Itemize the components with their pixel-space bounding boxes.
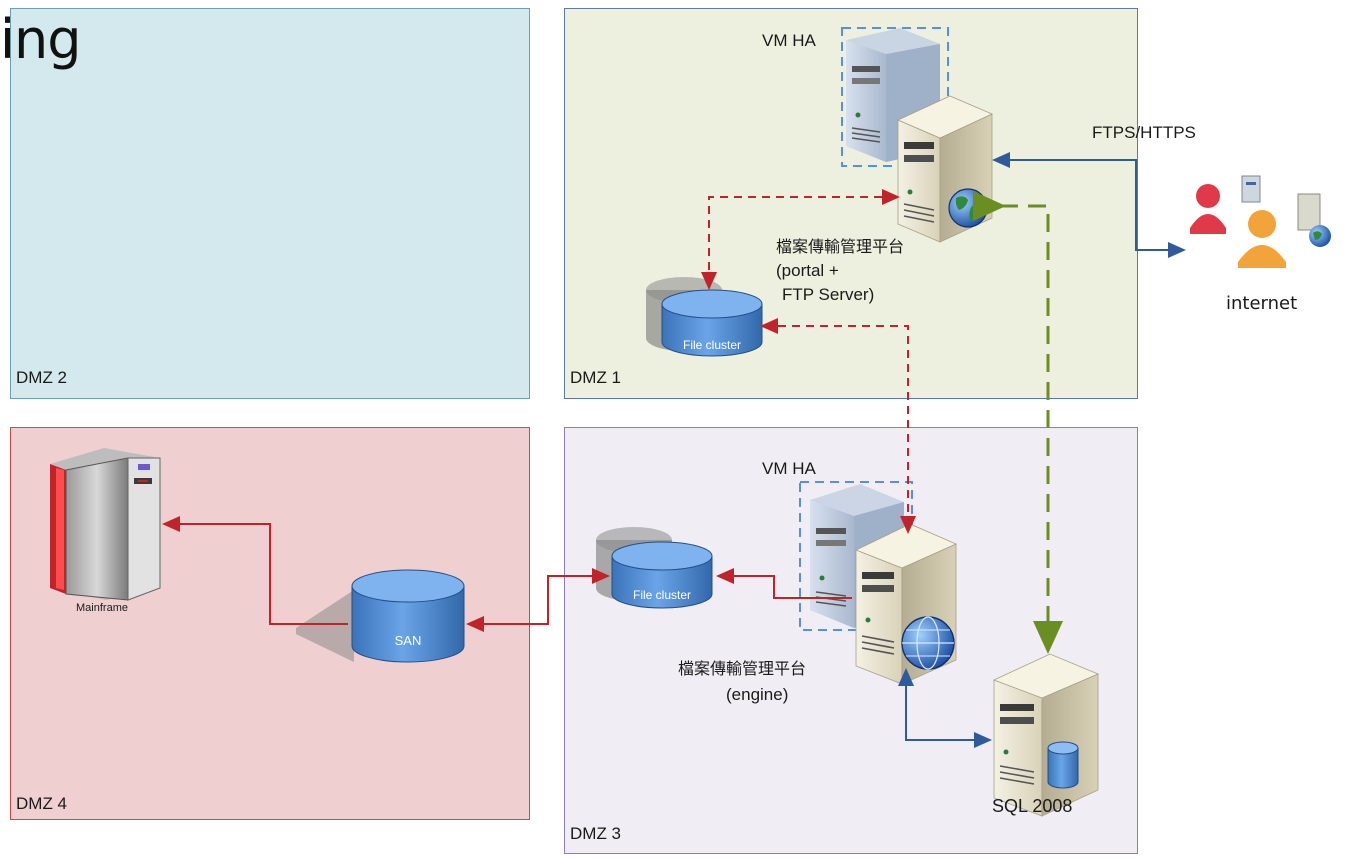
zone-label-dmz4: DMZ 4: [16, 794, 67, 813]
zone-label-dmz3: DMZ 3: [570, 824, 621, 843]
link-san-to-filecluster: [466, 568, 610, 632]
link-portal-to-internet: [992, 152, 1186, 258]
zone-dmz2: [10, 8, 530, 399]
portal-label-line3: FTP Server): [782, 285, 875, 304]
vm-ha-label-bottom: VM HA: [762, 459, 816, 478]
san-storage-icon: SAN: [296, 569, 465, 663]
link-engine-to-filecluster: [716, 568, 852, 599]
globe-icon: [948, 188, 988, 228]
file-cluster-top-label: File cluster: [683, 338, 741, 352]
sql-label: SQL 2008: [992, 796, 1073, 816]
portal-label-line1: 檔案傳輸管理平台: [776, 237, 905, 256]
slide-title-fragment-overlay: ing: [0, 8, 82, 71]
file-cluster-bottom-icon: File cluster: [596, 527, 713, 609]
zone-label-dmz1: DMZ 1: [570, 368, 621, 387]
file-cluster-bottom-label: File cluster: [633, 588, 691, 602]
engine-label-line2: (engine): [726, 685, 789, 704]
link-filecluster-to-engine: [760, 318, 916, 534]
link-portal-to-filecluster: [701, 189, 900, 290]
san-label: SAN: [395, 633, 422, 648]
link-san-to-mainframe: [162, 516, 348, 625]
vm-ha-label-top: VM HA: [762, 31, 816, 50]
zone-label-dmz2: DMZ 2: [16, 368, 67, 387]
protocol-label: FTPS/HTTPS: [1092, 123, 1196, 142]
sql-server-icon: [992, 653, 1100, 817]
link-portal-to-sql: [973, 191, 1063, 654]
sql-database-icon: [1047, 741, 1079, 789]
internet-users-icon: [1190, 175, 1331, 268]
portal-label-line2: (portal +: [776, 261, 839, 280]
engine-label-line1: 檔案傳輸管理平台: [678, 659, 807, 678]
mainframe-label: Mainframe: [76, 602, 128, 614]
file-cluster-top-icon: File cluster: [646, 277, 763, 357]
mainframe-cabinet-icon: Mainframe: [50, 448, 161, 614]
network-globe-icon: [901, 616, 955, 670]
internet-label: internet: [1226, 293, 1298, 314]
link-engine-to-sql: [898, 668, 992, 748]
